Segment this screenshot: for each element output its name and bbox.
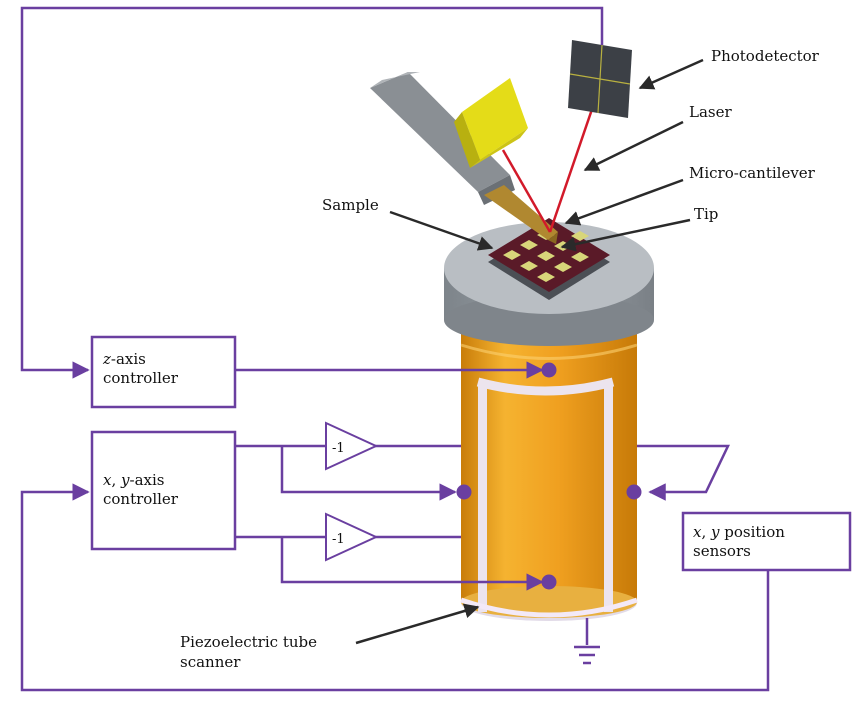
tip-label: Tip bbox=[694, 205, 719, 223]
feedback-wire bbox=[20, 6, 604, 379]
pointer-sample bbox=[389, 210, 494, 251]
inverter-lower bbox=[325, 512, 379, 562]
xy-controller-var2: y bbox=[121, 471, 130, 489]
inverter-upper bbox=[325, 421, 379, 471]
sensors-line2: sensors bbox=[693, 542, 751, 560]
z-controller-var: z bbox=[103, 350, 111, 368]
right-electrode-wire bbox=[637, 444, 730, 501]
z-controller-label: z-axis controller bbox=[103, 350, 178, 388]
pointer-tip bbox=[560, 218, 691, 252]
ground-symbol bbox=[574, 618, 600, 665]
sensors-line1-rest: position bbox=[719, 523, 785, 541]
electrode-gap-ring bbox=[476, 377, 615, 396]
position-sensors-label: x, y position sensors bbox=[693, 523, 785, 561]
micro-cantilever-label: Micro-cantilever bbox=[689, 164, 815, 182]
xy-controller-label: x, y-axis controller bbox=[103, 471, 178, 509]
electrode-gap-left bbox=[478, 382, 487, 612]
pointer-piezo bbox=[355, 603, 480, 645]
electrode-gap-right bbox=[604, 382, 613, 612]
xy-controller-line2: controller bbox=[103, 490, 178, 508]
electrode-contacts bbox=[456, 362, 642, 590]
annotation-pointers bbox=[355, 58, 704, 645]
photodetector bbox=[568, 40, 632, 118]
xy-controller-sep: , bbox=[111, 471, 122, 489]
sensor-feedback-wire bbox=[20, 483, 770, 692]
z-controller-axis: -axis bbox=[110, 350, 146, 368]
piezo-label-line1: Piezoelectric tube bbox=[180, 633, 317, 651]
sensors-sep: , bbox=[701, 523, 712, 541]
position-sensors-box bbox=[681, 511, 852, 572]
micro-cantilever bbox=[484, 185, 558, 244]
sensors-var2: y bbox=[711, 523, 720, 541]
piezo-label-line2: scanner bbox=[180, 653, 241, 671]
pointer-photodetector bbox=[638, 58, 704, 90]
pointer-cantilever bbox=[564, 178, 684, 226]
piezo-tube bbox=[460, 330, 638, 621]
cantilever-holder bbox=[370, 72, 528, 205]
xy-controller-box bbox=[90, 430, 237, 551]
wiring bbox=[20, 6, 770, 692]
photodetector-label: Photodetector bbox=[711, 47, 819, 65]
pointer-laser bbox=[583, 120, 684, 172]
laser-label: Laser bbox=[689, 103, 732, 121]
z-controller-box bbox=[90, 335, 237, 409]
upper-gain-label: -1 bbox=[332, 441, 345, 456]
sensors-var1: x bbox=[693, 523, 702, 541]
sample-label: Sample bbox=[322, 196, 379, 214]
xy-controller-axis: -axis bbox=[129, 471, 165, 489]
xy-controller-var1: x bbox=[103, 471, 112, 489]
lower-gain-label: -1 bbox=[332, 532, 345, 547]
z-controller-line2: controller bbox=[103, 369, 178, 387]
